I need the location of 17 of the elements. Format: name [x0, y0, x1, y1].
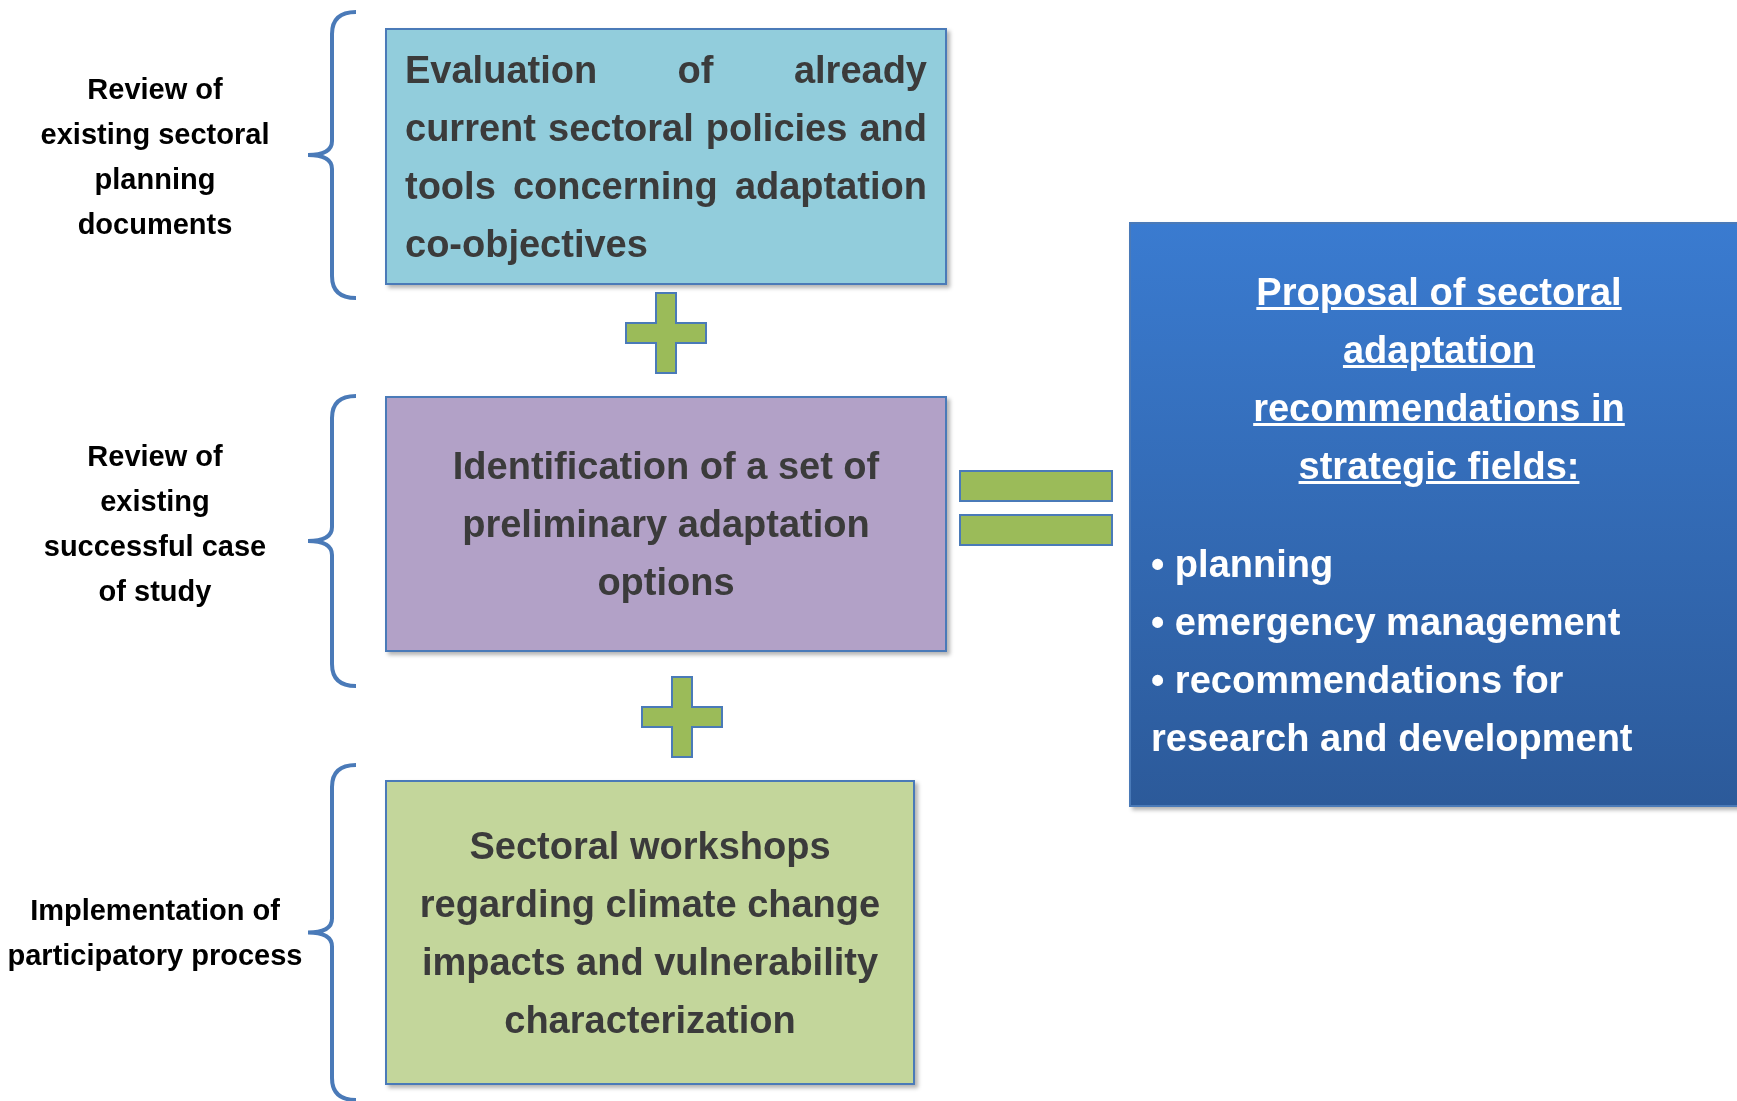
- box-text: Sectoral workshops regarding climate change impacts and vulnerability characterization: [418, 823, 882, 1043]
- plus-sign: [641, 676, 723, 758]
- heading-text: Proposal of sectoral adaptation recommendations in strategic fields:: [1252, 269, 1626, 489]
- equals-sign: [959, 470, 1113, 546]
- result-box: [1129, 222, 1737, 807]
- process-box: [385, 780, 915, 1085]
- bullet-item: • recommendations for research and development: [1151, 657, 1634, 761]
- process-box: [385, 28, 947, 285]
- stage-label: Review of existing sectoral planning documents: [39, 71, 271, 242]
- box-text: Evaluation of already current sectoral policies and tools concerning adaptation co-objectives: [405, 47, 927, 267]
- bullet-item: • planning: [1151, 541, 1335, 587]
- stage-label: Implementation of participatory process: [6, 892, 304, 973]
- plus-sign: [625, 292, 707, 374]
- bullet-item: • emergency management: [1151, 599, 1622, 645]
- stage-label: Review of existing successful case of study: [42, 439, 268, 609]
- box-text: Identification of a set of preliminary adaptation options: [451, 444, 881, 605]
- process-box: [385, 396, 947, 652]
